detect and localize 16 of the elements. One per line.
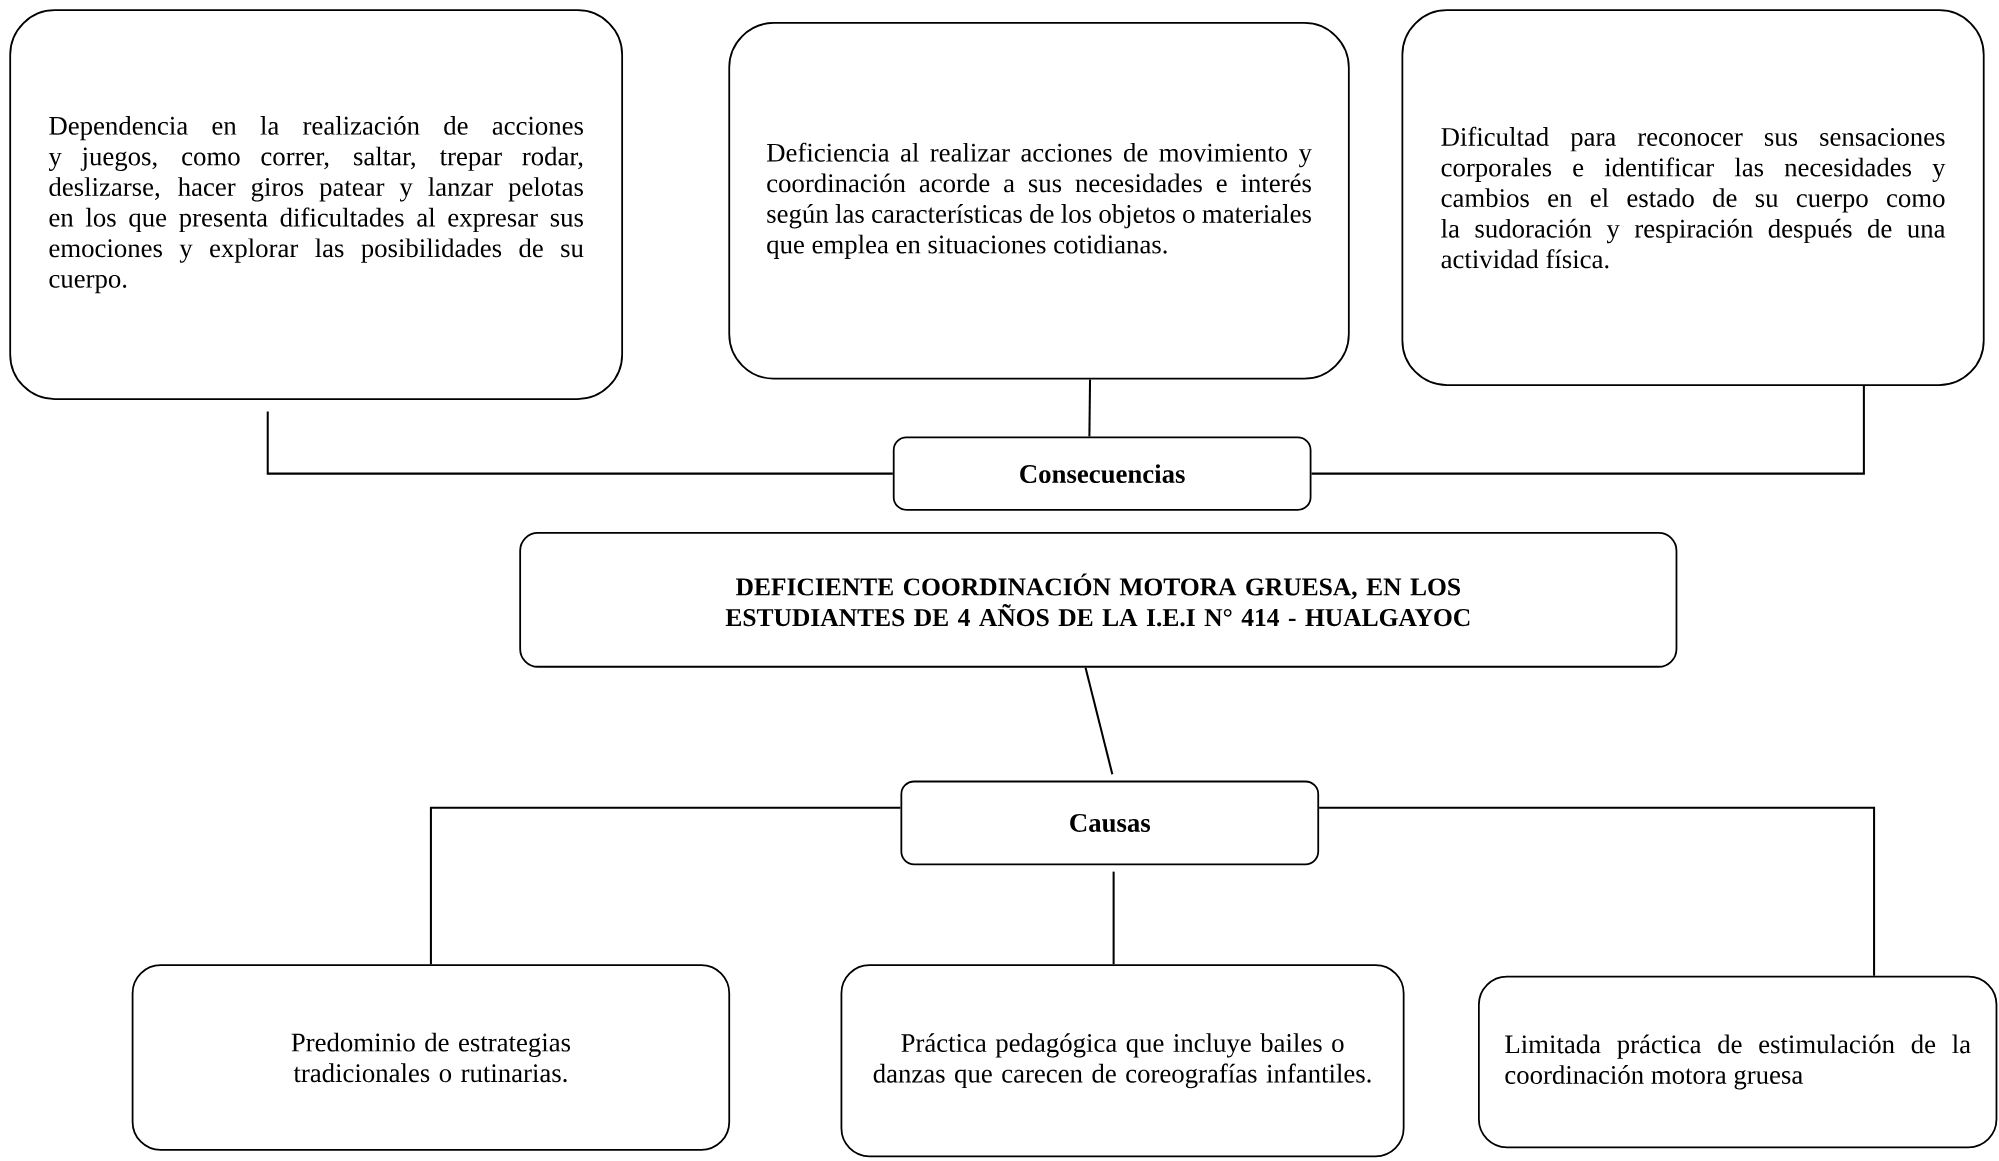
connector-line [1088,379,1092,437]
consequence-box: Dependencia en la realización de acciones y juegos, como correr, saltar, trepar rodar, deslizarse, hacer giros patear y lanzar pelotas en los que presenta dificultades al expresar sus emociones y explorar las posibilidades de su cuerpo. [9,9,624,400]
connector-line [1311,385,1865,475]
heading-box: Causas [900,780,1320,866]
connector-line [1084,667,1114,775]
cause-box: Predominio de estrategias tradicionales o rutinarias. [131,964,731,1151]
connector-line [429,806,901,964]
cause-box: Limitada práctica de estimulación de la coordinación motora gruesa [1477,975,1998,1149]
connector-line [1319,806,1876,976]
problem-box: DEFICIENTE COORDINACIÓN MOTORA GRUESA, EN LOS ESTUDIANTES DE 4 AÑOS DE LA I.E.I N° 414 - HUALGAYOC [519,531,1678,668]
consequence-box: Deficiencia al realizar acciones de movimiento y coordinación acorde a sus necesidades e interés según las características de los objetos o materiales que emplea en situaciones cotidianas. [728,21,1350,380]
heading-box: Consecuencias [892,436,1312,511]
connector-line [1112,871,1115,964]
consequence-box: Dificultad para reconocer sus sensaciones corporales e identificar las necesidades y cambios en el estado de su cuerpo como la sudoración y respiración después de una actividad física. [1401,9,1985,386]
connector-line [266,411,893,475]
cause-box: Práctica pedagógica que incluye bailes o danzas que carecen de coreografías infantiles. [840,964,1405,1157]
